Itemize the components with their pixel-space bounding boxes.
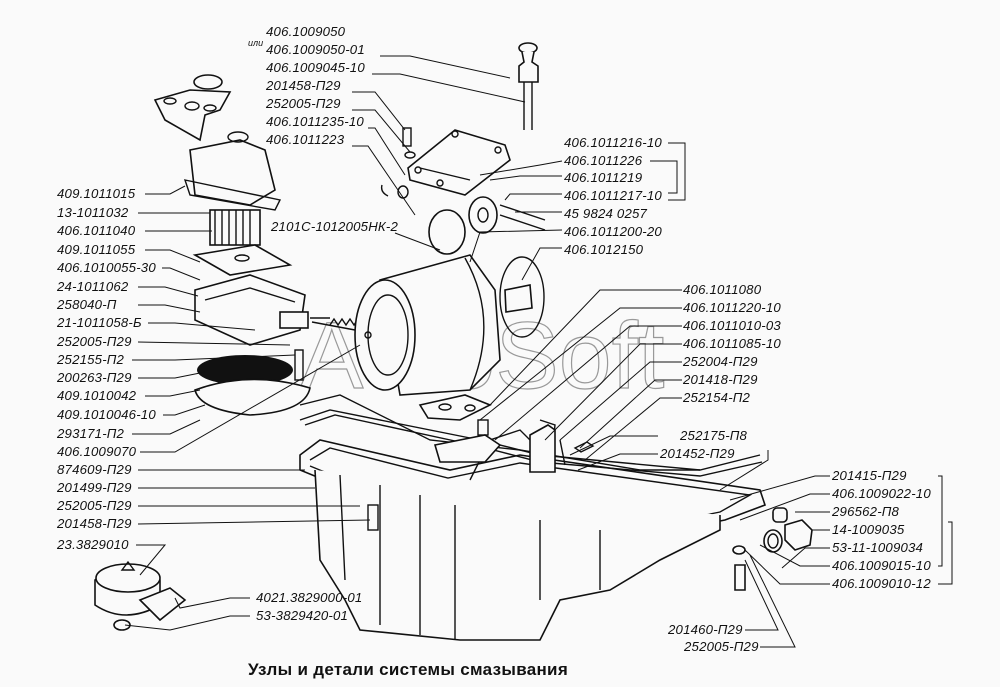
part-label: 23.3829010	[57, 537, 129, 552]
part-label: 258040-П	[57, 297, 117, 312]
part-label: 406.1011235-10	[266, 114, 364, 129]
oil-pan	[299, 409, 767, 641]
oil-strainer	[194, 349, 311, 416]
part-label: 406.1009015-10	[832, 558, 931, 573]
part-label: 201499-П29	[57, 480, 132, 495]
part-label: 14-1009035	[832, 522, 905, 537]
part-label: 406.1011223	[266, 132, 345, 147]
part-label: 406.1011219	[564, 170, 643, 185]
part-label: 201458-П29	[266, 78, 341, 93]
part-label: 406.1009050-01	[266, 42, 365, 57]
part-label: 201452-П29	[660, 446, 735, 461]
dipstick	[518, 42, 539, 130]
part-label: 201418-П29	[683, 372, 758, 387]
part-label: 296562-П8	[832, 504, 900, 519]
oil-pressure-fitting	[499, 256, 545, 338]
part-label: 2101С-1012005НК-2	[271, 219, 399, 234]
part-label: 252005-П29	[266, 96, 341, 111]
part-label: 406.1009045-10	[266, 60, 365, 75]
part-label: 874609-П29	[57, 462, 132, 477]
part-label: 409.1011015	[57, 186, 136, 201]
part-label: 252154-П2	[683, 390, 751, 405]
part-label: 252004-П29	[683, 354, 758, 369]
part-label: 406.1009010-12	[832, 576, 931, 591]
part-label: 409.1011055	[57, 242, 136, 257]
top-cover-plate	[380, 127, 511, 199]
part-label: 252005-П29	[684, 639, 759, 654]
part-label: 201415-П29	[832, 468, 907, 483]
leader-lines	[124, 55, 953, 648]
part-label: 24-1011062	[57, 279, 129, 294]
part-label: 53-3829420-01	[256, 608, 349, 623]
part-label: 409.1010042	[57, 388, 137, 403]
part-label: 406.1011216-10	[564, 135, 662, 150]
part-label: 252005-П29	[57, 334, 132, 349]
part-label: 406.1011080	[683, 282, 762, 297]
part-label: 406.1011010-03	[683, 318, 781, 333]
alternative-marker: или	[248, 38, 264, 48]
part-label: 4021.3829000-01	[256, 590, 363, 605]
part-label: 200263-П29	[57, 370, 132, 385]
pump-mount-gasket	[418, 394, 502, 463]
drain-plug-parts	[732, 507, 813, 591]
part-label: 406.1011200-20	[564, 224, 662, 239]
part-label: 406.1009022-10	[832, 486, 931, 501]
part-label: 252155-П2	[57, 352, 125, 367]
pump-drive-gears	[428, 196, 546, 255]
part-label: 252005-П29	[57, 498, 132, 513]
pump-cover-plate	[192, 244, 293, 276]
part-label: 406.1010055-30	[57, 260, 156, 275]
diagram-caption: Узлы и детали системы смазывания	[248, 660, 569, 679]
part-label: 201460-П29	[668, 622, 743, 637]
oil-pressure-sensor	[94, 560, 187, 631]
part-label: 406.1011085-10	[683, 336, 781, 351]
part-label: 406.1009070	[57, 444, 137, 459]
part-label: 293171-П2	[57, 426, 125, 441]
part-label: 201458-П29	[57, 516, 132, 531]
part-label: 406.1011220-10	[683, 300, 781, 315]
part-label: 406.1011040	[57, 223, 136, 238]
part-label: 252175-П8	[680, 428, 748, 443]
part-label: 21-1011058-Б	[57, 315, 142, 330]
part-label: 45 9824 0257	[564, 206, 648, 221]
oil-pump-body	[153, 74, 282, 211]
oil-filter	[354, 254, 501, 396]
part-label: 13-1011032	[57, 205, 129, 220]
pump-gears	[209, 209, 261, 246]
part-label: 406.1009050	[266, 24, 346, 39]
part-label: 406.1011217-10	[564, 188, 662, 203]
part-label: 53-11-1009034	[832, 540, 924, 555]
part-label: 406.1012150	[564, 242, 644, 257]
part-label: 406.1011226	[564, 153, 643, 168]
part-label: 409.1010046-10	[57, 407, 156, 422]
